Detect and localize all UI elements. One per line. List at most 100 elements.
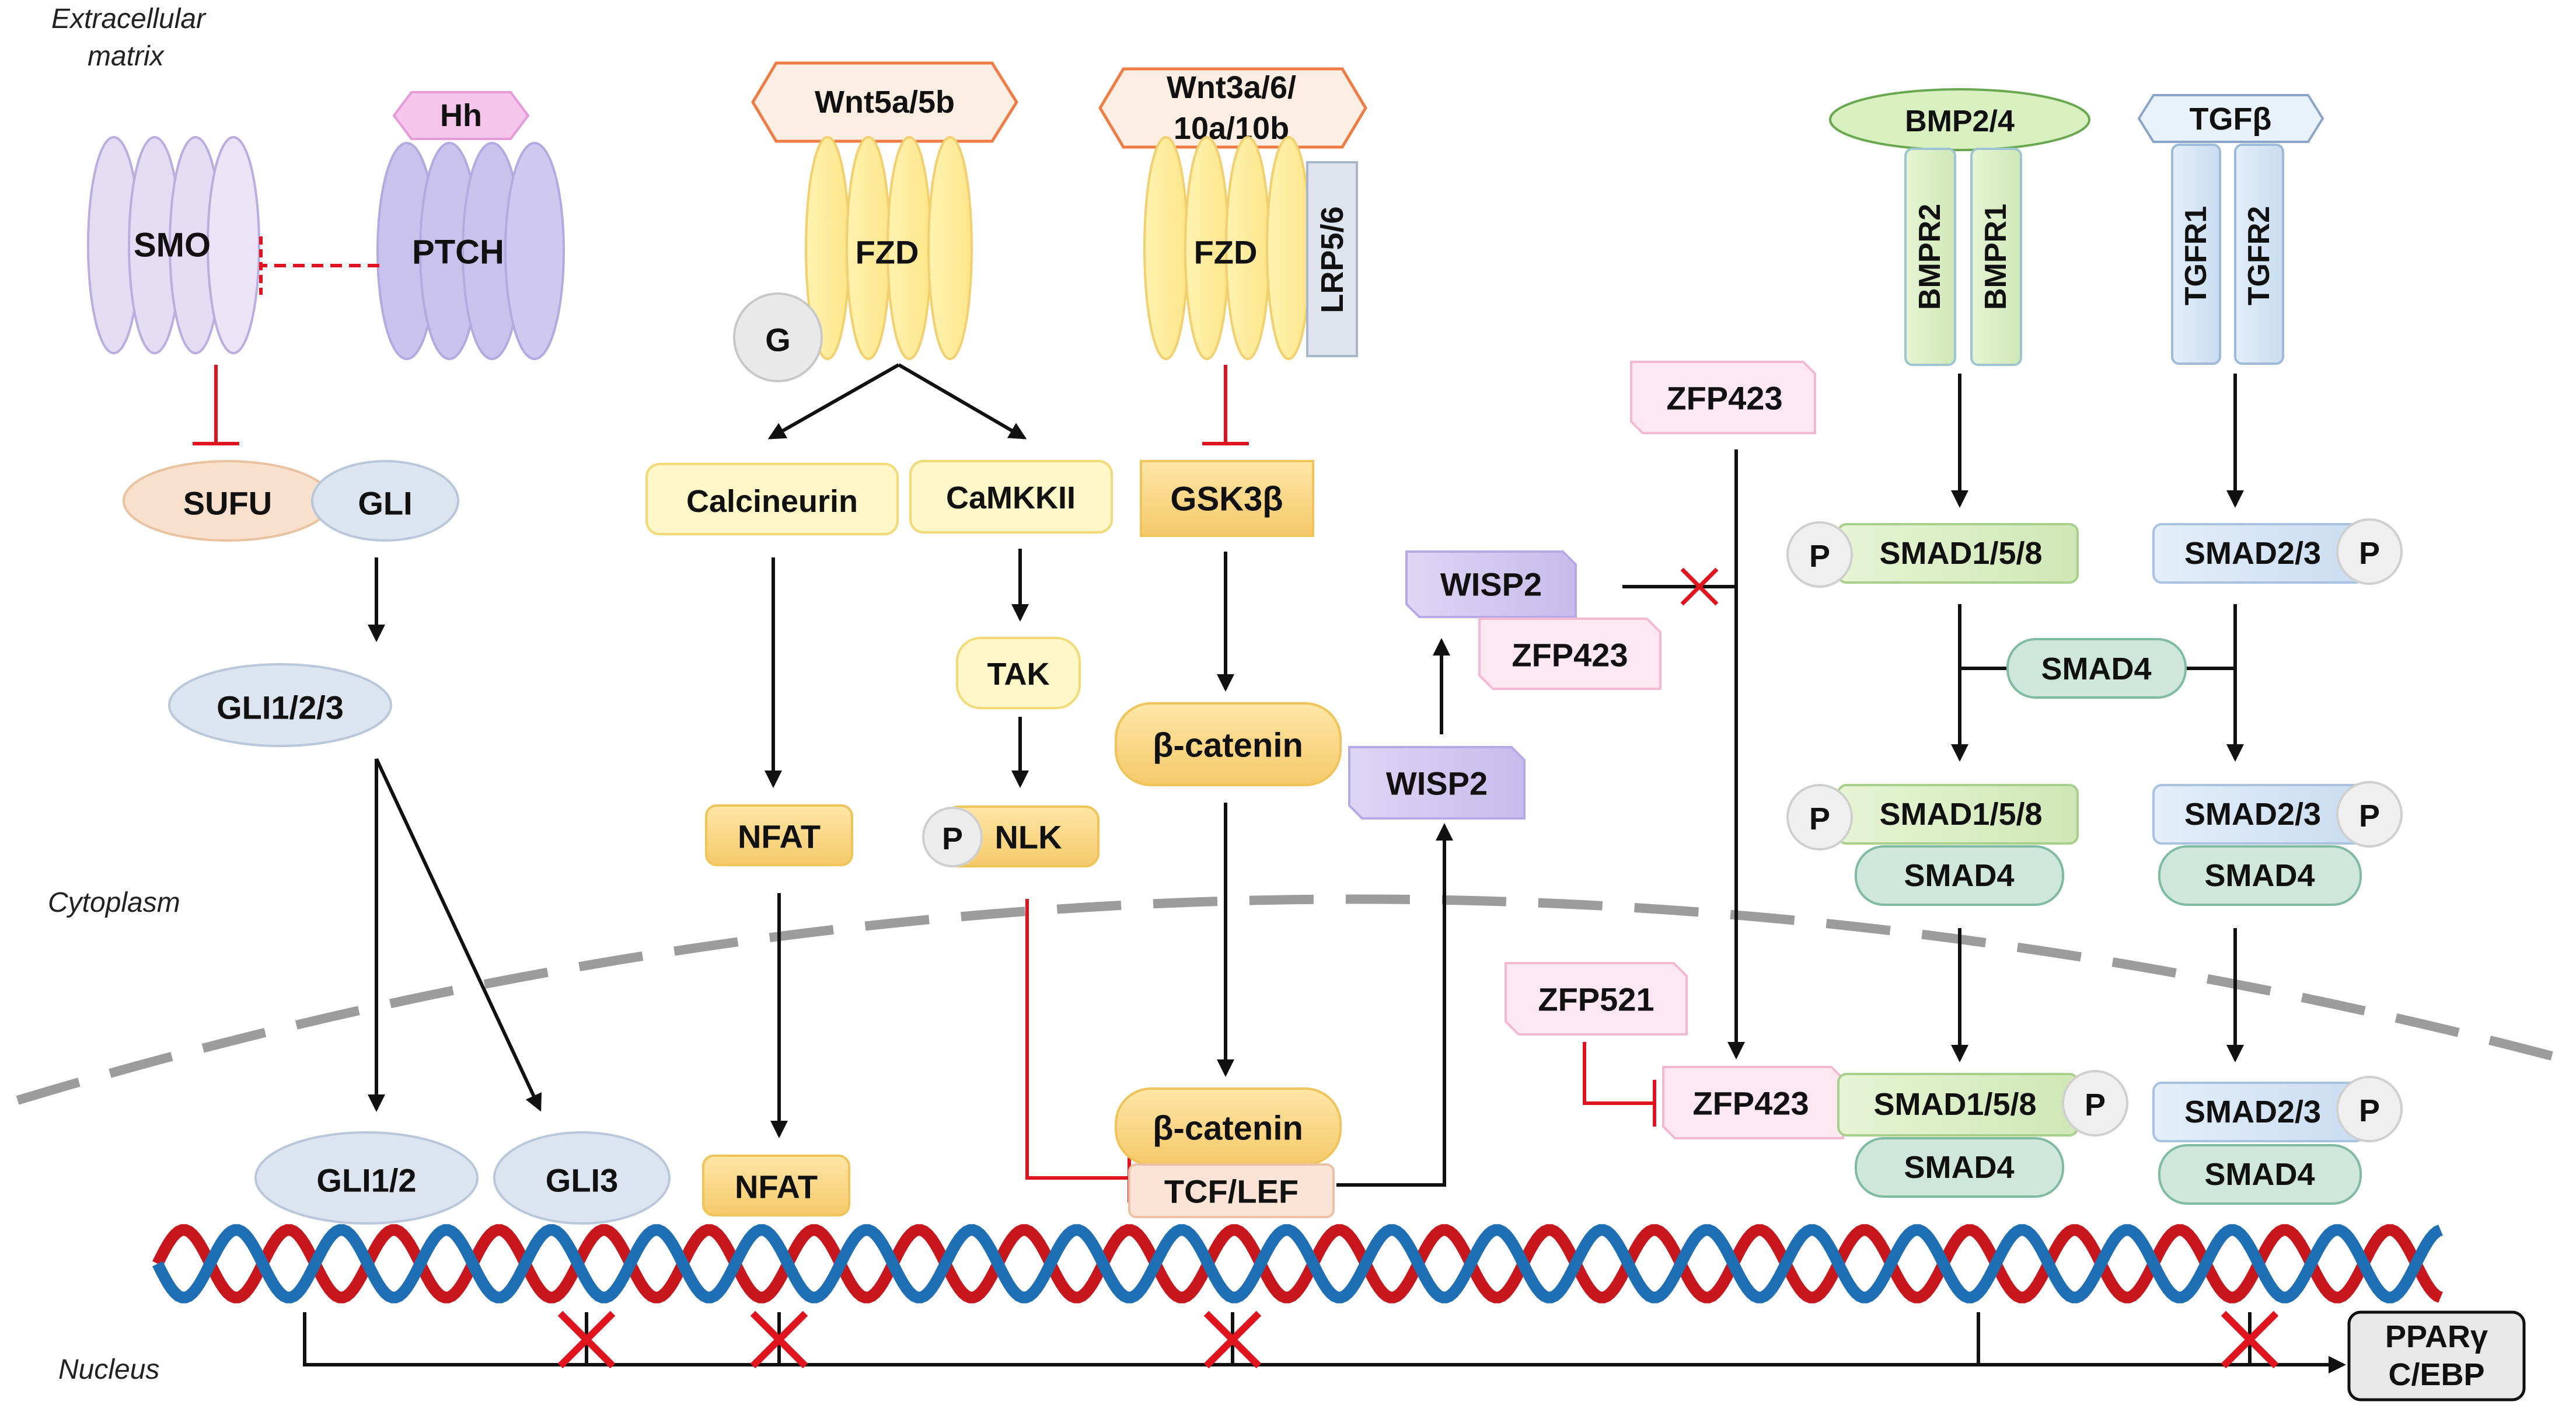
smad158-c-label: SMAD1/5/8 (1873, 1087, 2036, 1122)
bmpr1-receptor: BMPR1 (1970, 148, 2022, 366)
block-x-nfat (750, 1310, 808, 1369)
nlk-inhibits-tcf (1025, 899, 1131, 1202)
bcatenin-cyto-label: β-catenin (1153, 727, 1303, 765)
smo-inhibits-sufu (193, 365, 239, 445)
smad23-a-phospho-label: P (2359, 536, 2380, 571)
tgf-ligand: TGFβ (2137, 94, 2324, 143)
smad158-a-phospho-label: P (1809, 539, 1830, 574)
smo-receptor: SMO (87, 136, 260, 354)
smad23-b-node: SMAD2/3 (2152, 784, 2365, 845)
wisp2-cyto-node: WISP2 (1348, 746, 1526, 820)
arrow-fzd-to-camkk (898, 363, 1027, 440)
bmp-ligand-label: BMP2/4 (1905, 104, 2015, 138)
tgfr1-receptor: TGFR1 (2171, 144, 2221, 365)
zfp521-node: ZFP521 (1505, 962, 1688, 1036)
smad23-a-label: SMAD2/3 (2184, 536, 2321, 571)
arrow-gli123-to-gli3 (375, 758, 542, 1112)
nfat-cyto-node: NFAT (705, 804, 853, 866)
smad23-b-phospho-label: P (2359, 799, 2380, 834)
smad158-b-phospho: P (1786, 784, 1853, 850)
smad23-c-phospho-label: P (2359, 1093, 2380, 1128)
wisp2-top-node: WISP2 (1405, 550, 1577, 618)
dna-strand-blue (152, 1224, 2443, 1303)
nlk-phospho-label: P (942, 821, 963, 856)
smad23-c-label: SMAD2/3 (2184, 1094, 2321, 1129)
tak-node: TAK (956, 637, 1081, 709)
bcatenin-nuc-label: β-catenin (1153, 1110, 1303, 1148)
block-x-gli3 (557, 1310, 616, 1369)
gli123-node: GLI1/2/3 (168, 663, 392, 747)
smad23-b-label: SMAD2/3 (2184, 797, 2321, 832)
tcf-lef-label: TCF/LEF (1164, 1173, 1299, 1210)
smad23-a-node: SMAD2/3 (2152, 523, 2365, 584)
gli12-node: GLI1/2 (254, 1131, 479, 1225)
smad4-junction: SMAD4 (1951, 604, 2244, 762)
zfp423-bound-label: ZFP423 (1512, 637, 1628, 674)
wnt5-ligand: Wnt5a/5b (751, 61, 1018, 143)
smad158-b-phospho-label: P (1809, 801, 1830, 836)
block-x-marks (557, 1310, 2279, 1369)
wnt3-label-line1: Wnt3a/6/ (1167, 70, 1296, 105)
bcatenin-cyto-node: β-catenin (1115, 702, 1342, 786)
smad4-c-bmp-node: SMAD4 (1855, 1137, 2064, 1198)
target-pparg-label: PPARγ (2385, 1319, 2488, 1354)
region-label-nucleus: Nucleus (58, 1354, 159, 1385)
gsk3b-node: GSK3β (1140, 460, 1314, 537)
target-genes-box: PPARγ C/EBP (2347, 1310, 2526, 1401)
smad4-c-tgf-node: SMAD4 (2158, 1144, 2362, 1205)
ptch-label: PTCH (412, 233, 504, 271)
region-label-extracellular: Extracellular (51, 4, 207, 34)
smad4-b-bmp-label: SMAD4 (1904, 858, 2014, 893)
smad158-c-phospho: P (2062, 1070, 2128, 1136)
gli123-label: GLI1/2/3 (217, 689, 344, 726)
wisp2-top-label: WISP2 (1440, 566, 1542, 603)
smad23-b-phospho: P (2336, 781, 2403, 848)
tgfr2-receptor: TGFR2 (2234, 144, 2284, 365)
ptch-inhibits-smo (259, 236, 379, 295)
smad4-shared-label: SMAD4 (2041, 651, 2151, 686)
smo-label: SMO (134, 226, 211, 264)
arrow-tcf-to-wisp2 (1336, 823, 1453, 1187)
gli-node: GLI (311, 460, 459, 542)
dna-strand-red (152, 1224, 2443, 1303)
wnt3-ligand: Wnt3a/6/ 10a/10b (1098, 67, 1367, 149)
arrow-fzd-to-calcineurin (767, 363, 900, 440)
sufu-label: SUFU (183, 485, 272, 522)
smad4-c-bmp-label: SMAD4 (1904, 1150, 2014, 1185)
tcf-lef-node: TCF/LEF (1128, 1163, 1335, 1218)
tak-label: TAK (987, 657, 1050, 692)
gsk3b-label: GSK3β (1170, 480, 1283, 518)
camkk-label: CaMKKII (946, 480, 1076, 515)
nfat-nuc-node: NFAT (702, 1155, 850, 1216)
target-cebp-label: C/EBP (2388, 1357, 2484, 1392)
smad4-b-tgf-label: SMAD4 (2204, 858, 2315, 893)
smad23-c-node: SMAD2/3 (2152, 1082, 2365, 1142)
wnt5-label: Wnt5a/5b (815, 85, 955, 120)
region-label-cytoplasm: Cytoplasm (48, 887, 180, 918)
g-protein-label: G (765, 322, 791, 358)
smad158-a-phospho: P (1786, 521, 1853, 588)
hh-label: Hh (440, 98, 482, 133)
wnt3-label-line2: 10a/10b (1174, 111, 1289, 146)
tgfr1-label: TGFR1 (2179, 206, 2213, 305)
fzd-inhibits-gsk3b (1202, 365, 1249, 445)
fzd-label-canonical: FZD (1194, 234, 1258, 271)
nuclear-membrane (16, 894, 2576, 1105)
smad158-b-node: SMAD1/5/8 (1837, 784, 2079, 845)
wisp2-blocks-zfp423 (1622, 567, 1736, 606)
camkk-node: CaMKKII (909, 460, 1113, 534)
smad158-c-node: SMAD1/5/8 (1837, 1073, 2079, 1136)
gli12-label: GLI1/2 (316, 1162, 416, 1199)
gli3-node: GLI3 (493, 1131, 671, 1225)
zfp423-top-node: ZFP423 (1630, 361, 1816, 434)
wisp2-cyto-label: WISP2 (1386, 765, 1488, 802)
smad158-b-label: SMAD1/5/8 (1879, 797, 2042, 832)
zfp521-label: ZFP521 (1538, 981, 1654, 1018)
bmpr2-label: BMPR2 (1913, 204, 1947, 310)
bmpr2-receptor: BMPR2 (1904, 148, 1956, 366)
nfat-cyto-label: NFAT (738, 818, 821, 855)
smad4-c-tgf-label: SMAD4 (2204, 1157, 2315, 1192)
smad158-a-node: SMAD1/5/8 (1837, 523, 2079, 584)
lrp56-label: LRP5/6 (1315, 206, 1350, 313)
